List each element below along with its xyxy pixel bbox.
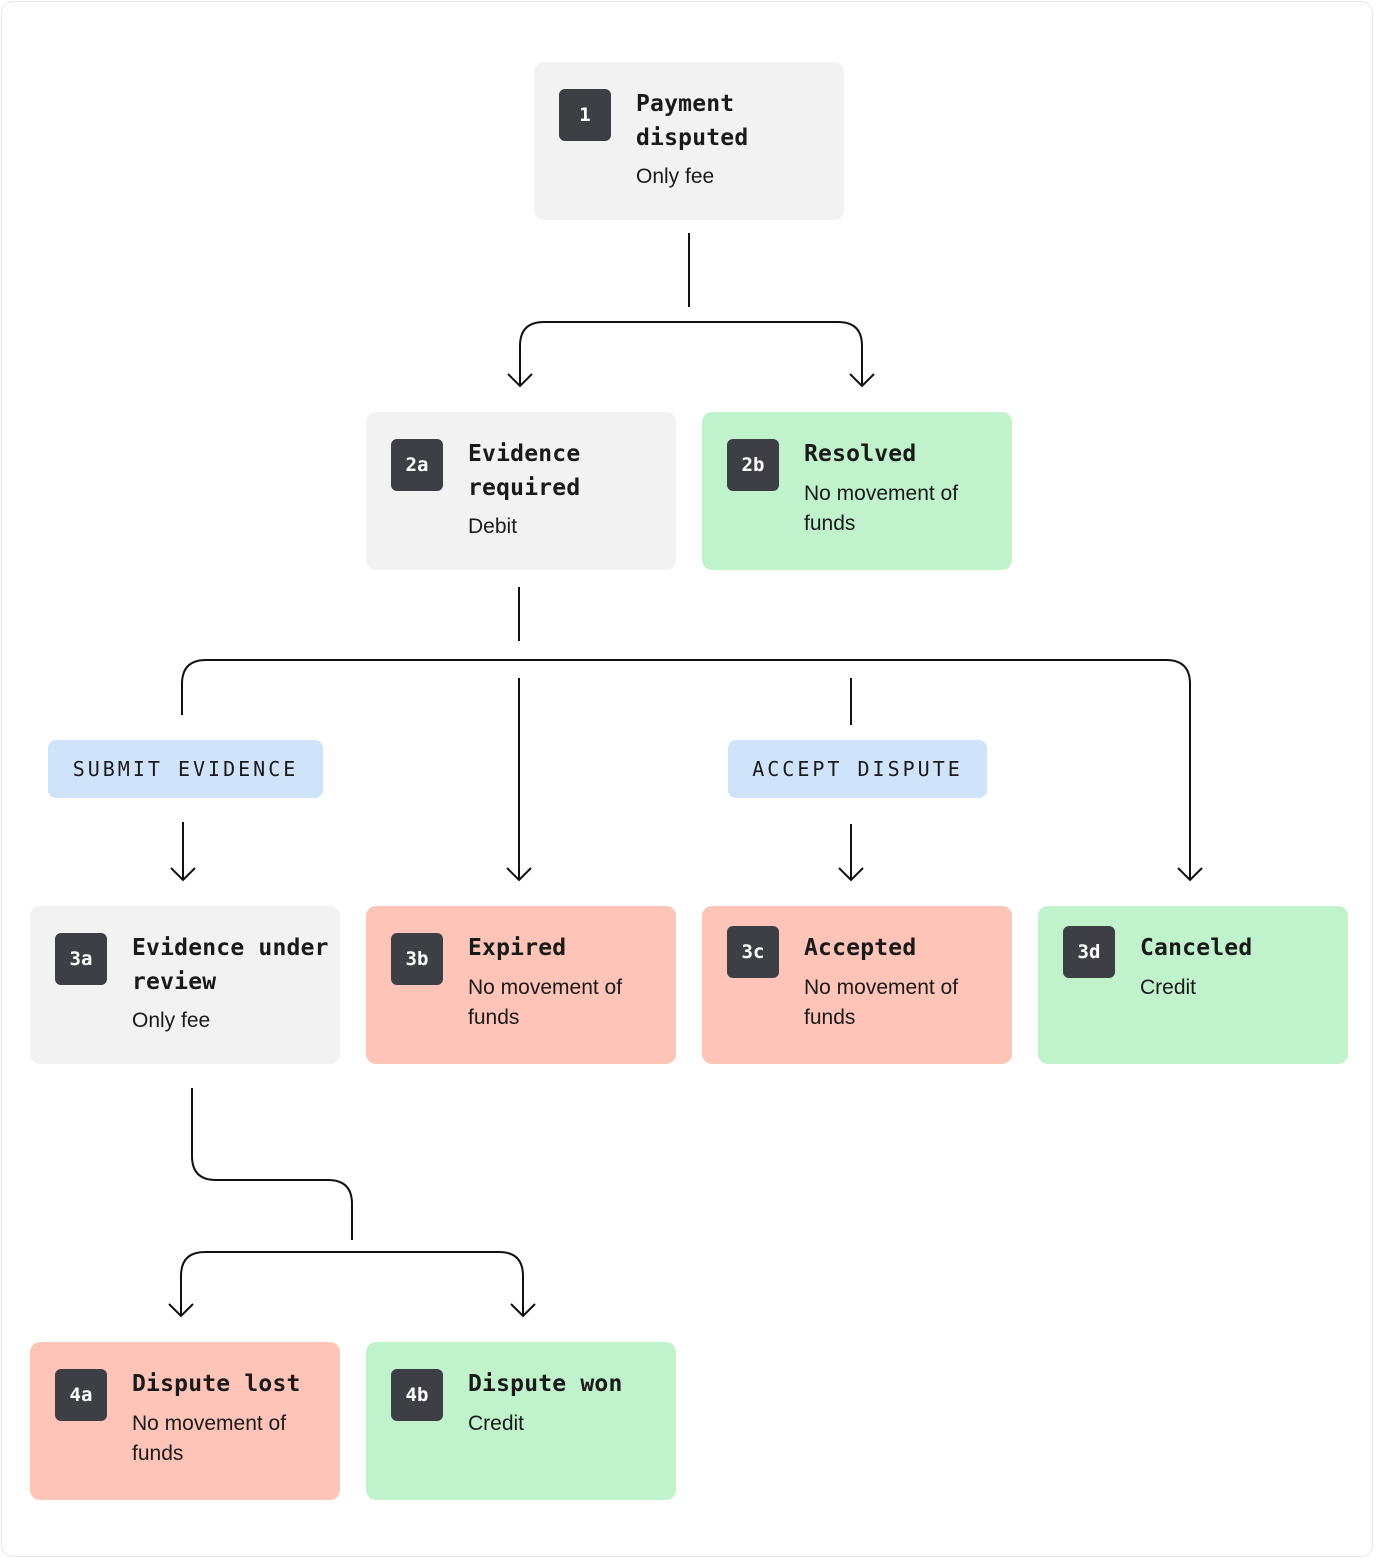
node-3c-accepted: 3c Accepted No movement of funds: [702, 906, 1012, 1064]
node-title: Expired: [468, 935, 567, 961]
step-badge: 3b: [391, 933, 443, 985]
step-badge: 3a: [55, 933, 107, 985]
node-subtitle: Credit: [1140, 976, 1197, 999]
step-badge: 2b: [727, 439, 779, 491]
node-subtitle: No movement of funds: [468, 976, 623, 1029]
arrowhead-3c: [838, 867, 864, 882]
node-title: Dispute won: [468, 1371, 623, 1397]
connector-2a-branch: [181, 659, 1191, 880]
node-3a-evidence-under-review: 3a Evidence under review Only fee: [30, 906, 340, 1064]
node-subtitle: No movement of funds: [804, 482, 959, 535]
arrowhead-4a: [168, 1303, 194, 1318]
node-3d-canceled: 3d Canceled Credit: [1038, 906, 1348, 1064]
arrowhead-3d: [1177, 867, 1203, 882]
step-badge: 4a: [55, 1369, 107, 1421]
node-subtitle: No movement of funds: [804, 976, 959, 1029]
node-subtitle: Debit: [468, 515, 518, 538]
connector-1-branch: [519, 321, 863, 386]
action-submit-evidence: SUBMIT EVIDENCE: [48, 740, 323, 798]
node-title: Payment disputed: [636, 91, 749, 151]
node-2b-resolved: 2b Resolved No movement of funds: [702, 412, 1012, 570]
node-title: Accepted: [804, 935, 917, 961]
arrowhead-3b: [506, 867, 532, 882]
node-subtitle: Only fee: [132, 1009, 211, 1032]
step-badge: 3d: [1063, 926, 1115, 978]
node-4b-dispute-won: 4b Dispute won Credit: [366, 1342, 676, 1500]
step-badge: 1: [559, 89, 611, 141]
arrowhead-4b: [510, 1303, 536, 1318]
node-title: Resolved: [804, 441, 917, 467]
arrowhead-3a: [170, 867, 196, 882]
node-4a-dispute-lost: 4a Dispute lost No movement of funds: [30, 1342, 340, 1500]
step-badge: 2a: [391, 439, 443, 491]
node-1-payment-disputed: 1 Payment disputed Only fee: [534, 62, 844, 220]
node-title: Evidence required: [468, 441, 581, 501]
node-title: Dispute lost: [132, 1371, 301, 1397]
node-title: Canceled: [1140, 935, 1253, 961]
node-subtitle: No movement of funds: [132, 1412, 287, 1465]
arrowhead-2a: [507, 373, 533, 388]
node-subtitle: Only fee: [636, 165, 715, 188]
node-subtitle: Credit: [468, 1412, 525, 1435]
node-3b-expired: 3b Expired No movement of funds: [366, 906, 676, 1064]
node-2a-evidence-required: 2a Evidence required Debit: [366, 412, 676, 570]
arrowhead-2b: [849, 373, 875, 388]
connector-3a-stem: [191, 1088, 353, 1240]
action-accept-dispute: ACCEPT DISPUTE: [728, 740, 987, 798]
connector-3a-branch: [180, 1251, 524, 1316]
step-badge: 3c: [727, 926, 779, 978]
step-badge: 4b: [391, 1369, 443, 1421]
node-title: Evidence under review: [132, 935, 329, 995]
